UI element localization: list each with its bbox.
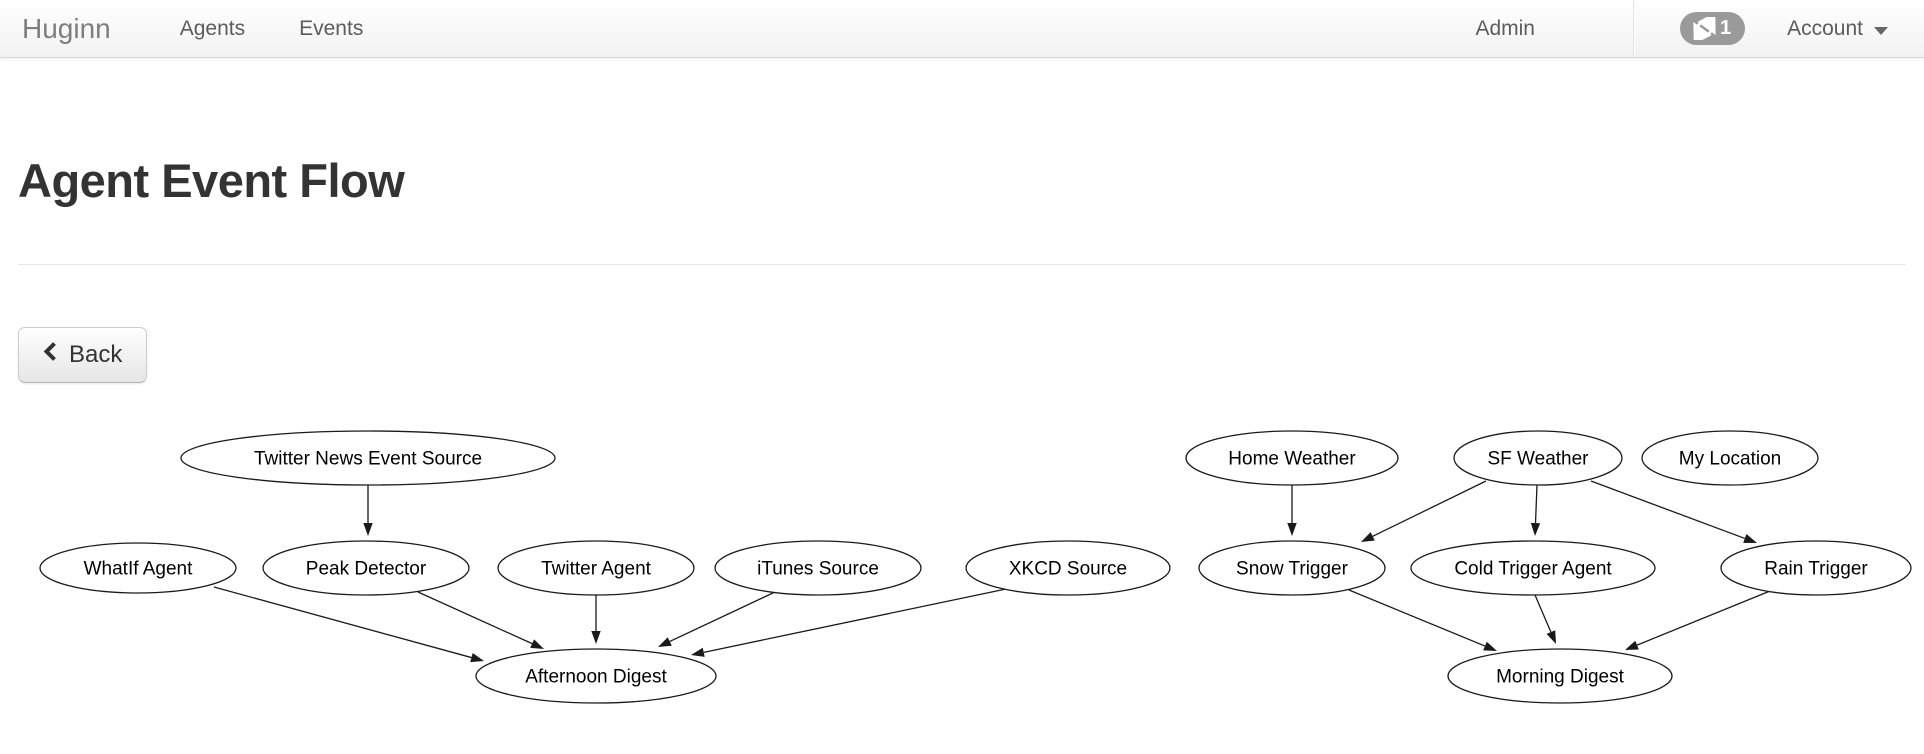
graph-node-label-rain: Rain Trigger	[1764, 559, 1868, 580]
graph-arrowhead-icon	[1361, 532, 1375, 542]
graph-edge-xkcd-afternoon	[703, 588, 1007, 653]
brand-logo[interactable]: Huginn	[22, 12, 111, 44]
nav-agents[interactable]: Agents	[179, 16, 246, 40]
graph-node-label-twitter_news: Twitter News Event Source	[254, 449, 482, 470]
graph-node-itunes	[714, 540, 922, 596]
graph-node-xkcd	[965, 540, 1171, 596]
graph-node-label-peak: Peak Detector	[306, 559, 427, 580]
nav-events[interactable]: Events	[299, 16, 364, 40]
graph-arrowhead-icon	[658, 637, 672, 647]
account-label: Account	[1787, 16, 1863, 40]
graph-node-label-snow: Snow Trigger	[1236, 559, 1349, 580]
graph-node-label-mylocation: My Location	[1679, 449, 1781, 470]
nav-item: Agents	[153, 0, 272, 57]
graph-node-label-twitter_agent: Twitter Agent	[541, 559, 652, 580]
chevron-left-icon	[43, 341, 57, 369]
graph-edge-cold-morning	[1534, 594, 1552, 633]
graph-node-label-morning: Morning Digest	[1496, 667, 1624, 688]
graph-edge-snow-morning	[1348, 589, 1486, 647]
graph-edge-rain-morning	[1636, 588, 1776, 646]
back-button[interactable]: Back	[18, 327, 148, 383]
nav-item: Events	[272, 0, 390, 57]
jobs-count: 1	[1719, 17, 1732, 39]
graph-node-snow	[1198, 540, 1386, 596]
graph-arrowhead-icon	[1287, 523, 1297, 536]
graph-edge-whatif-afternoon	[213, 586, 472, 659]
caret-down-icon	[1874, 26, 1888, 35]
graph-node-label-whatif: WhatIf Agent	[84, 559, 194, 580]
account-menu[interactable]: Account	[1787, 17, 1888, 41]
graph-arrowhead-icon	[1743, 534, 1757, 543]
graph-arrowhead-icon	[470, 653, 484, 663]
graph-node-label-cold: Cold Trigger Agent	[1454, 559, 1612, 580]
back-button-label: Back	[69, 341, 123, 368]
graph-edge-sf-cold	[1534, 484, 1538, 524]
graph-node-label-afternoon: Afternoon Digest	[525, 667, 667, 688]
graph-node-twitter_agent	[497, 540, 695, 596]
graph-arrowhead-icon	[1546, 630, 1556, 644]
navbar-divider	[1632, 0, 1634, 57]
graph-node-rain	[1720, 540, 1912, 596]
graph-node-whatif	[39, 542, 237, 594]
navbar: Huginn Agents Events Admin	[0, 0, 1924, 58]
main-nav: Agents Events	[153, 0, 391, 57]
graph-node-label-home: Home Weather	[1228, 449, 1356, 470]
graph-arrowhead-icon	[363, 523, 373, 536]
graph-arrowhead-icon	[1530, 522, 1541, 536]
page-title: Agent Event Flow	[18, 154, 405, 207]
graph-node-morning	[1447, 648, 1673, 704]
graph-node-label-itunes: iTunes Source	[757, 559, 879, 580]
graph-edge-sf-rain	[1590, 480, 1746, 540]
navbar-right: Admin 1 Account	[1475, 0, 1924, 57]
nav-admin[interactable]: Admin	[1475, 16, 1535, 40]
graph-arrowhead-icon	[691, 647, 705, 657]
graph-node-mylocation	[1641, 430, 1819, 486]
graph-edge-sf-snow	[1372, 480, 1487, 537]
graph-node-cold	[1410, 540, 1656, 596]
graph-arrowhead-icon	[1483, 641, 1497, 651]
graph-node-label-xkcd: XKCD Source	[1009, 559, 1127, 580]
graph-edge-peak-afternoon	[417, 591, 533, 645]
graph-node-home	[1185, 430, 1399, 486]
heading-rule	[18, 264, 1906, 265]
graph-node-label-sf: SF Weather	[1487, 449, 1589, 470]
graph-node-twitter_news	[180, 430, 556, 486]
refresh-icon	[1693, 17, 1716, 40]
graph-edge-itunes-afternoon	[669, 591, 776, 643]
content: Agent Event Flow Back Twitter News Event…	[0, 154, 1924, 713]
graph-arrowhead-icon	[591, 631, 601, 644]
graph-arrowhead-icon	[1625, 640, 1639, 650]
graph-node-peak	[262, 540, 470, 596]
jobs-badge[interactable]: 1	[1679, 12, 1746, 45]
graph-node-sf	[1453, 430, 1623, 486]
graph-node-afternoon	[475, 648, 717, 704]
graph-arrowhead-icon	[530, 639, 544, 649]
